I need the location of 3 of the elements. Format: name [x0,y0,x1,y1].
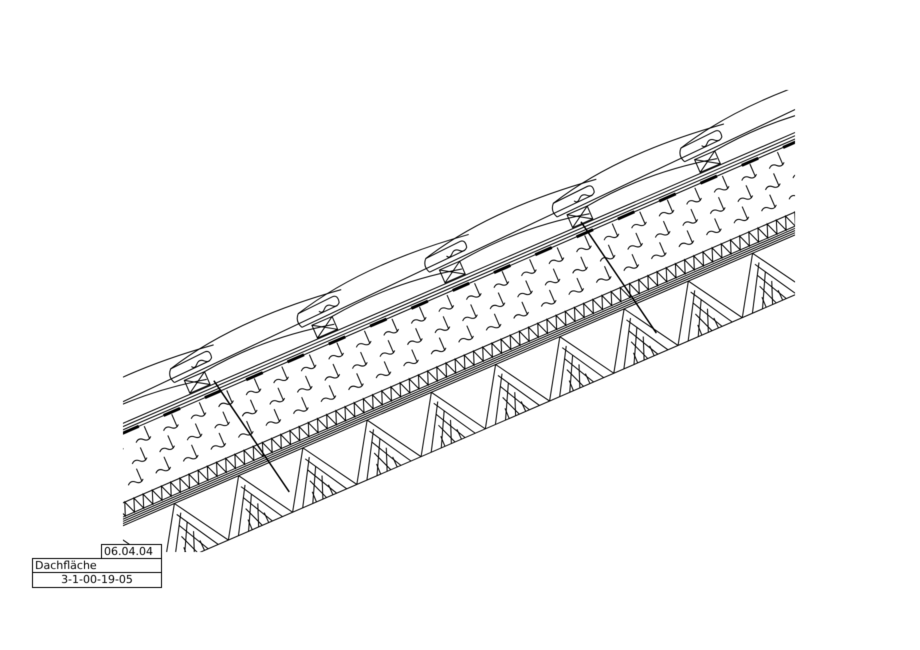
date-text: 06.04.04 [101,544,162,559]
drawing-number: 3-1-00-19-05 [32,572,162,588]
sheet-title: Dachfläche [32,558,162,573]
